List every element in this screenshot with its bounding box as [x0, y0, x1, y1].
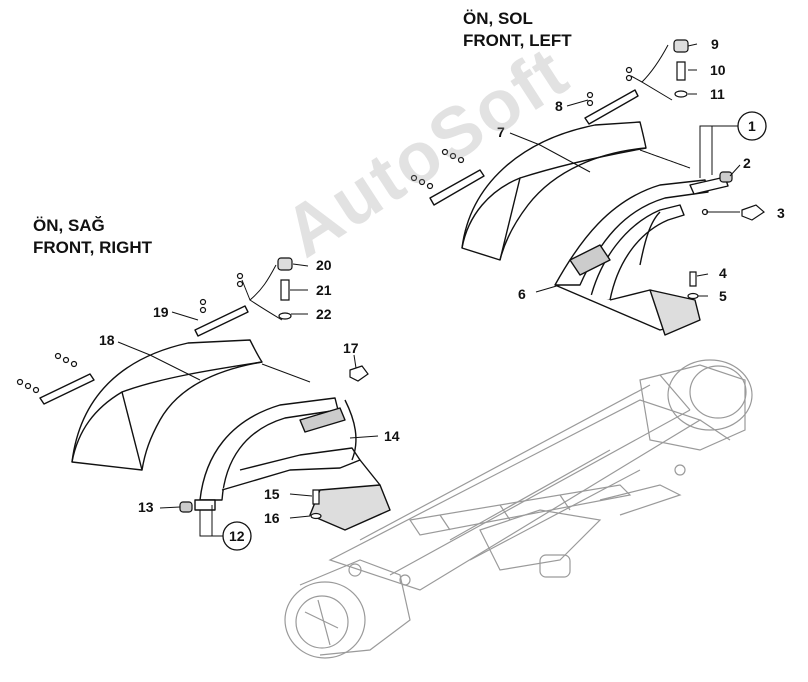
fender-front-left — [429, 89, 729, 336]
leader-lines — [117, 43, 741, 537]
callout-9: 9 — [711, 36, 719, 52]
callout-17: 17 — [343, 340, 359, 356]
callout-6: 6 — [518, 286, 526, 302]
callout-21: 21 — [316, 282, 332, 298]
callout-19: 19 — [153, 304, 169, 320]
callout-7: 7 — [497, 124, 505, 140]
callout-circle-12 — [222, 521, 252, 551]
callout-numbers: 1 2 3 4 5 6 7 8 9 10 11 12 13 14 15 16 1… — [99, 36, 785, 544]
callout-15: 15 — [264, 486, 280, 502]
callout-circle-1 — [737, 111, 767, 141]
callout-3: 3 — [777, 205, 785, 221]
hardware-front-left — [410, 39, 765, 300]
callout-18: 18 — [99, 332, 115, 348]
callout-22: 22 — [316, 306, 332, 322]
callout-16: 16 — [264, 510, 280, 526]
callout-20: 20 — [316, 257, 332, 273]
front-axle-assembly — [284, 359, 753, 659]
callout-14: 14 — [384, 428, 400, 444]
callout-10: 10 — [710, 62, 726, 78]
fender-front-right — [39, 305, 391, 531]
callout-1: 1 — [748, 118, 756, 134]
heading-front-left-tr: ÖN, SOL — [463, 9, 533, 28]
callout-4: 4 — [719, 265, 727, 281]
heading-front-right-en: FRONT, RIGHT — [33, 238, 152, 257]
callout-12: 12 — [229, 528, 245, 544]
heading-front-left-en: FRONT, LEFT — [463, 31, 572, 50]
hardware-front-right — [16, 257, 369, 520]
callout-11: 11 — [710, 86, 725, 102]
callout-13: 13 — [138, 499, 154, 515]
callout-2: 2 — [743, 155, 751, 171]
callout-5: 5 — [719, 288, 727, 304]
heading-front-right-tr: ÖN, SAĞ — [33, 216, 105, 235]
callout-8: 8 — [555, 98, 563, 114]
